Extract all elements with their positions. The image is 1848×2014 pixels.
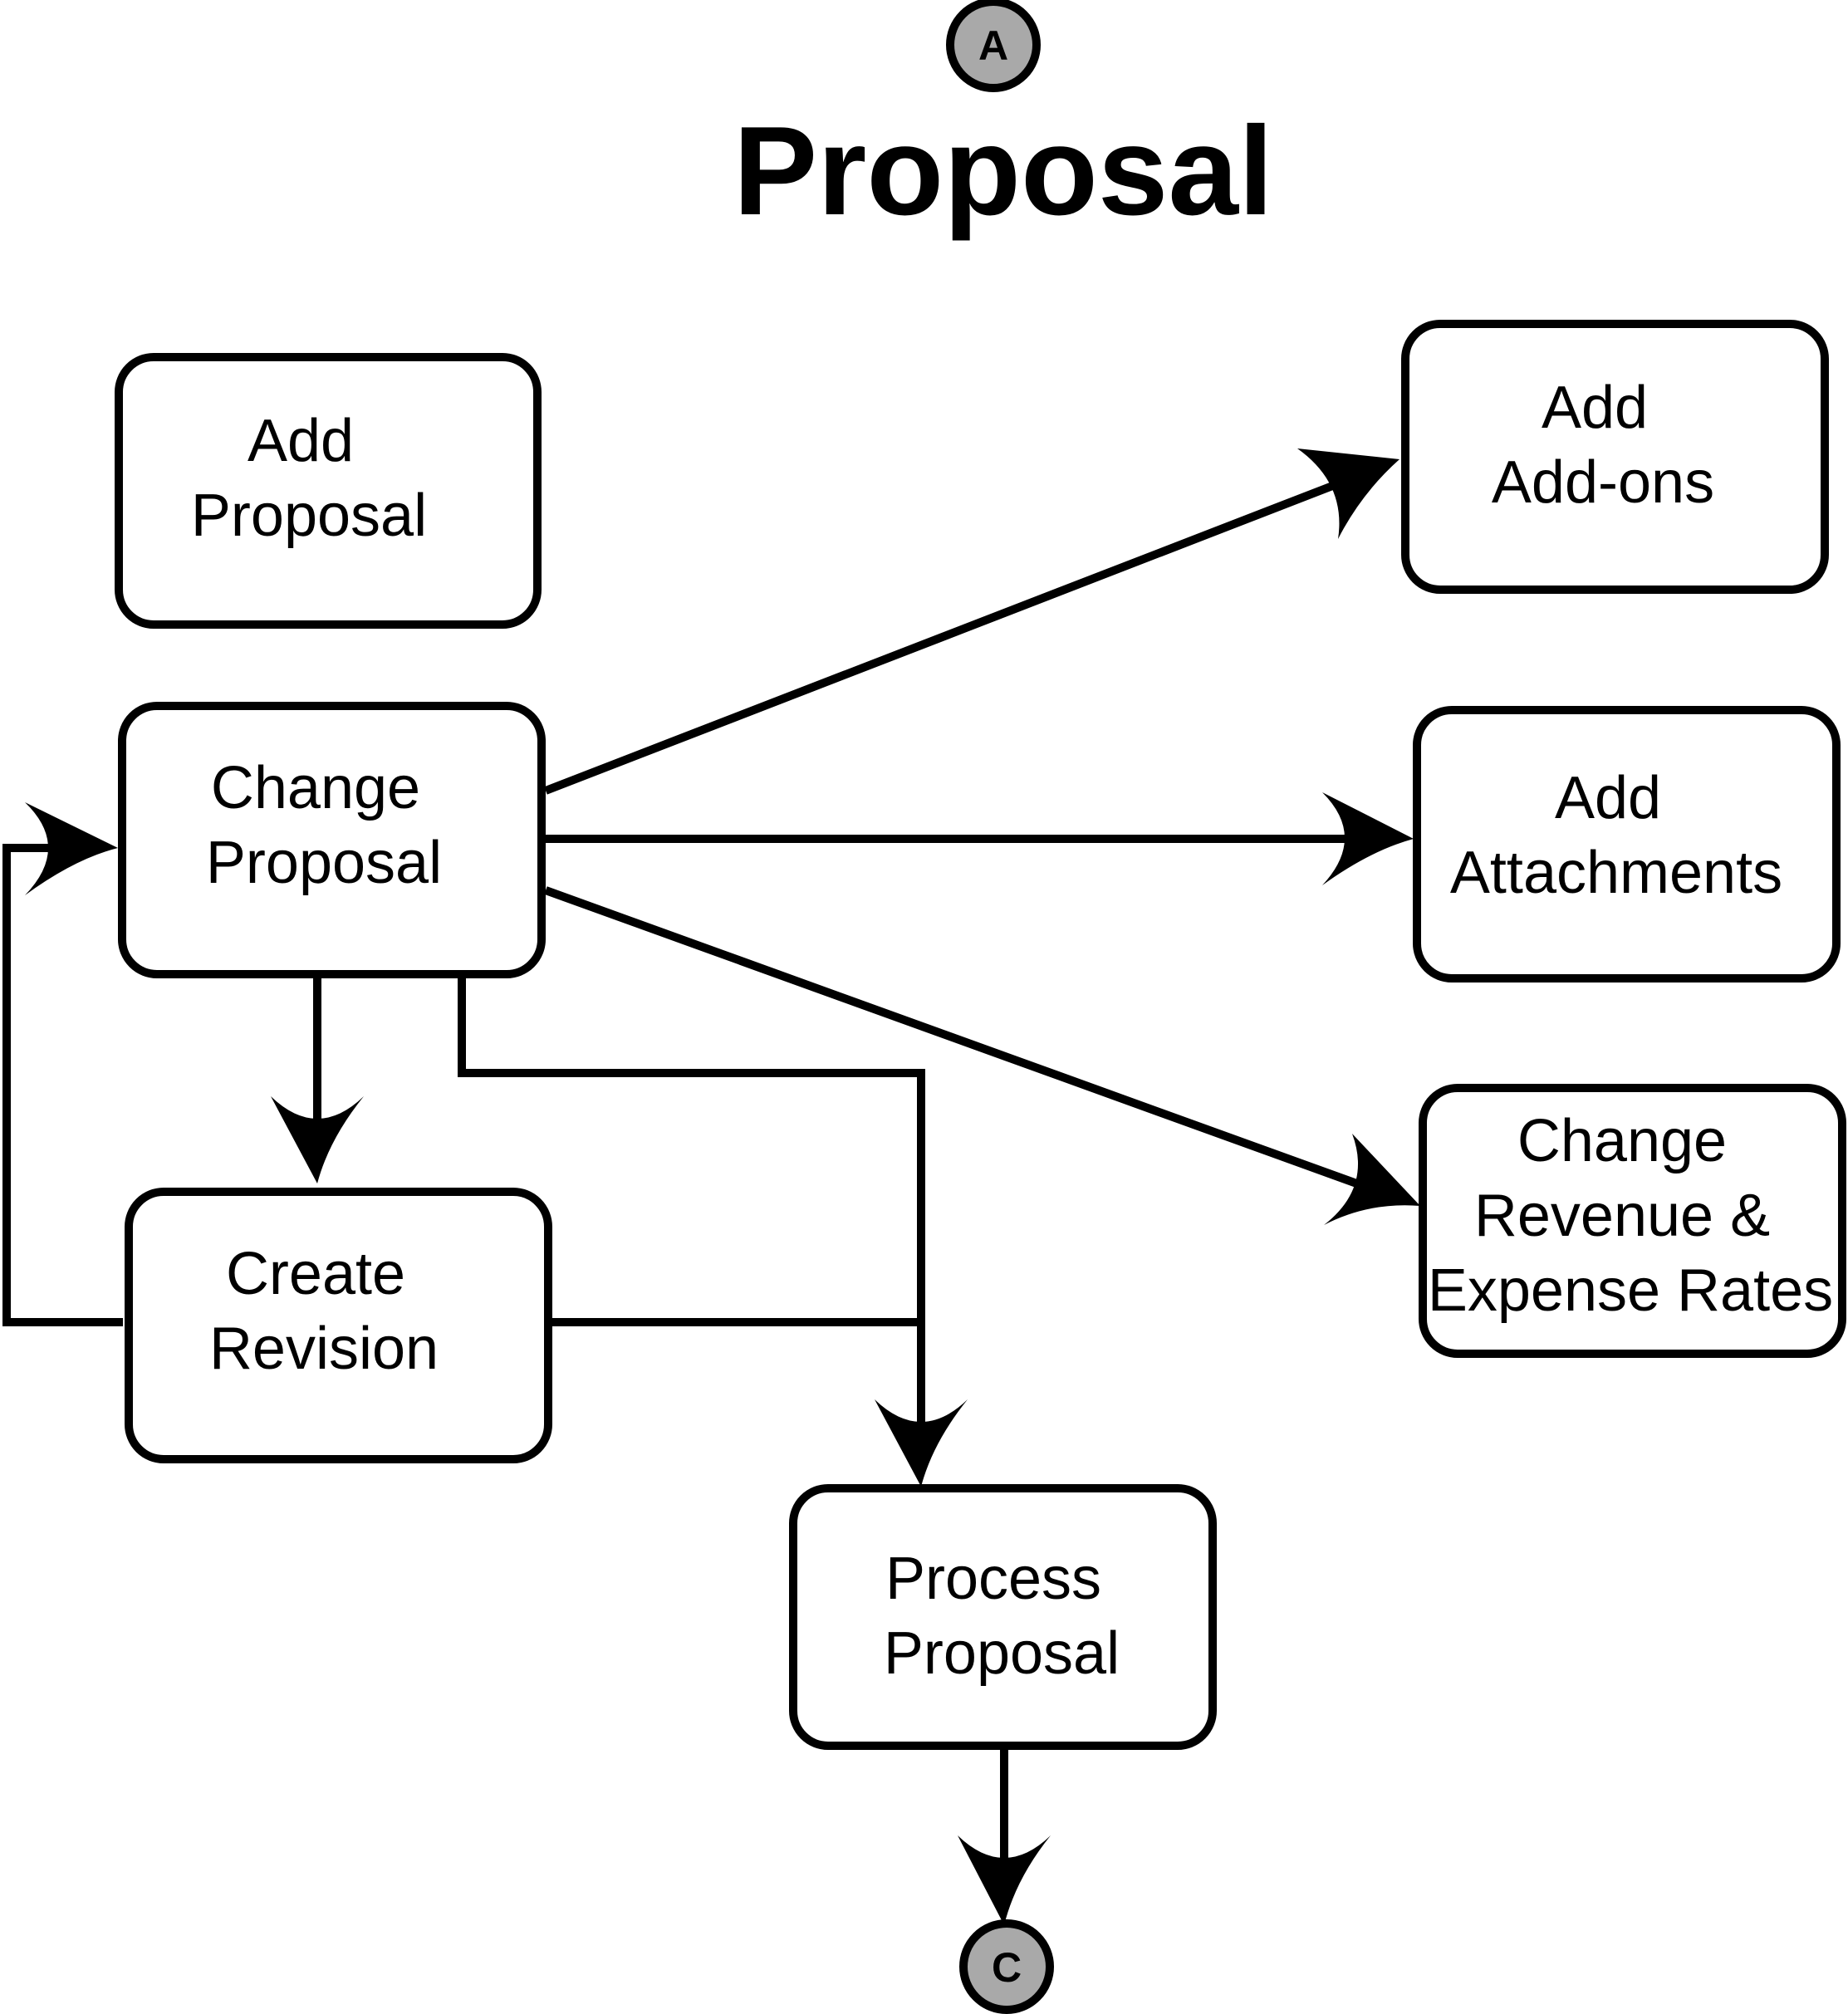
arrowhead-c (958, 1835, 1051, 1925)
node-add-proposal: Add Proposal (115, 353, 542, 629)
node-change-rates-line-1: Change (1517, 1108, 1727, 1174)
node-change-proposal: Change Proposal (118, 702, 546, 978)
svg-text:Process Proposal: Process Proposal (884, 1546, 1120, 1687)
page-title: Proposal (733, 100, 1273, 242)
svg-text:Change Revenue & E: Change Revenue & Expense Rates (1428, 1108, 1833, 1324)
node-add-addons-line-1: Add (1542, 375, 1648, 441)
edge-change-to-process (458, 976, 925, 1433)
node-add-attachments-line-1: Add (1555, 765, 1661, 831)
svg-text:Add Add-ons: Add Add-ons (1492, 375, 1714, 516)
svg-text:Add Attachments: Add Attachments (1450, 765, 1782, 906)
arrowhead-addons (1297, 448, 1399, 539)
node-process-proposal-line-1: Process (885, 1546, 1101, 1612)
node-change-rates-line-2: Revenue & (1474, 1183, 1770, 1249)
edge-change-to-rates (544, 886, 1372, 1193)
svg-text:Change Proposal: Change Proposal (206, 755, 442, 896)
node-add-proposal-line-2: Proposal (191, 483, 427, 549)
svg-text:Create Revision: Create Revision (209, 1241, 439, 1382)
node-change-rates: Change Revenue & Expense Rates (1419, 1084, 1846, 1358)
edges (2, 448, 1420, 1925)
edge-revision-to-change (2, 844, 123, 1326)
node-add-attachments: Add Attachments (1413, 706, 1841, 982)
node-create-revision: Create Revision (125, 1188, 552, 1463)
arrowhead-rates (1324, 1134, 1420, 1225)
connector-c-label: C (992, 1944, 1022, 1991)
node-create-revision-line-2: Revision (209, 1316, 439, 1382)
arrowhead-change-loop (25, 802, 118, 895)
connector-a-label: A (978, 22, 1008, 69)
edge-change-to-addons (544, 475, 1351, 795)
svg-text:Add Proposal: Add Proposal (191, 408, 427, 549)
node-process-proposal-line-2: Proposal (884, 1620, 1120, 1687)
node-process-proposal: Process Proposal (789, 1484, 1217, 1750)
arrowhead-process (875, 1399, 968, 1487)
node-add-addons-line-2: Add-ons (1492, 449, 1714, 516)
node-create-revision-line-1: Create (226, 1241, 405, 1307)
node-add-attachments-line-2: Attachments (1450, 840, 1782, 906)
node-change-proposal-line-1: Change (211, 755, 420, 821)
node-change-rates-line-3: Expense Rates (1428, 1257, 1833, 1324)
arrowhead-attachments (1322, 792, 1414, 885)
node-add-addons: Add Add-ons (1401, 320, 1829, 594)
arrowhead-revision (271, 1096, 364, 1183)
connector-a: A (946, 0, 1041, 92)
connector-c: C (959, 1919, 1054, 2014)
node-change-proposal-line-2: Proposal (206, 830, 442, 896)
node-add-proposal-line-1: Add (248, 408, 354, 474)
